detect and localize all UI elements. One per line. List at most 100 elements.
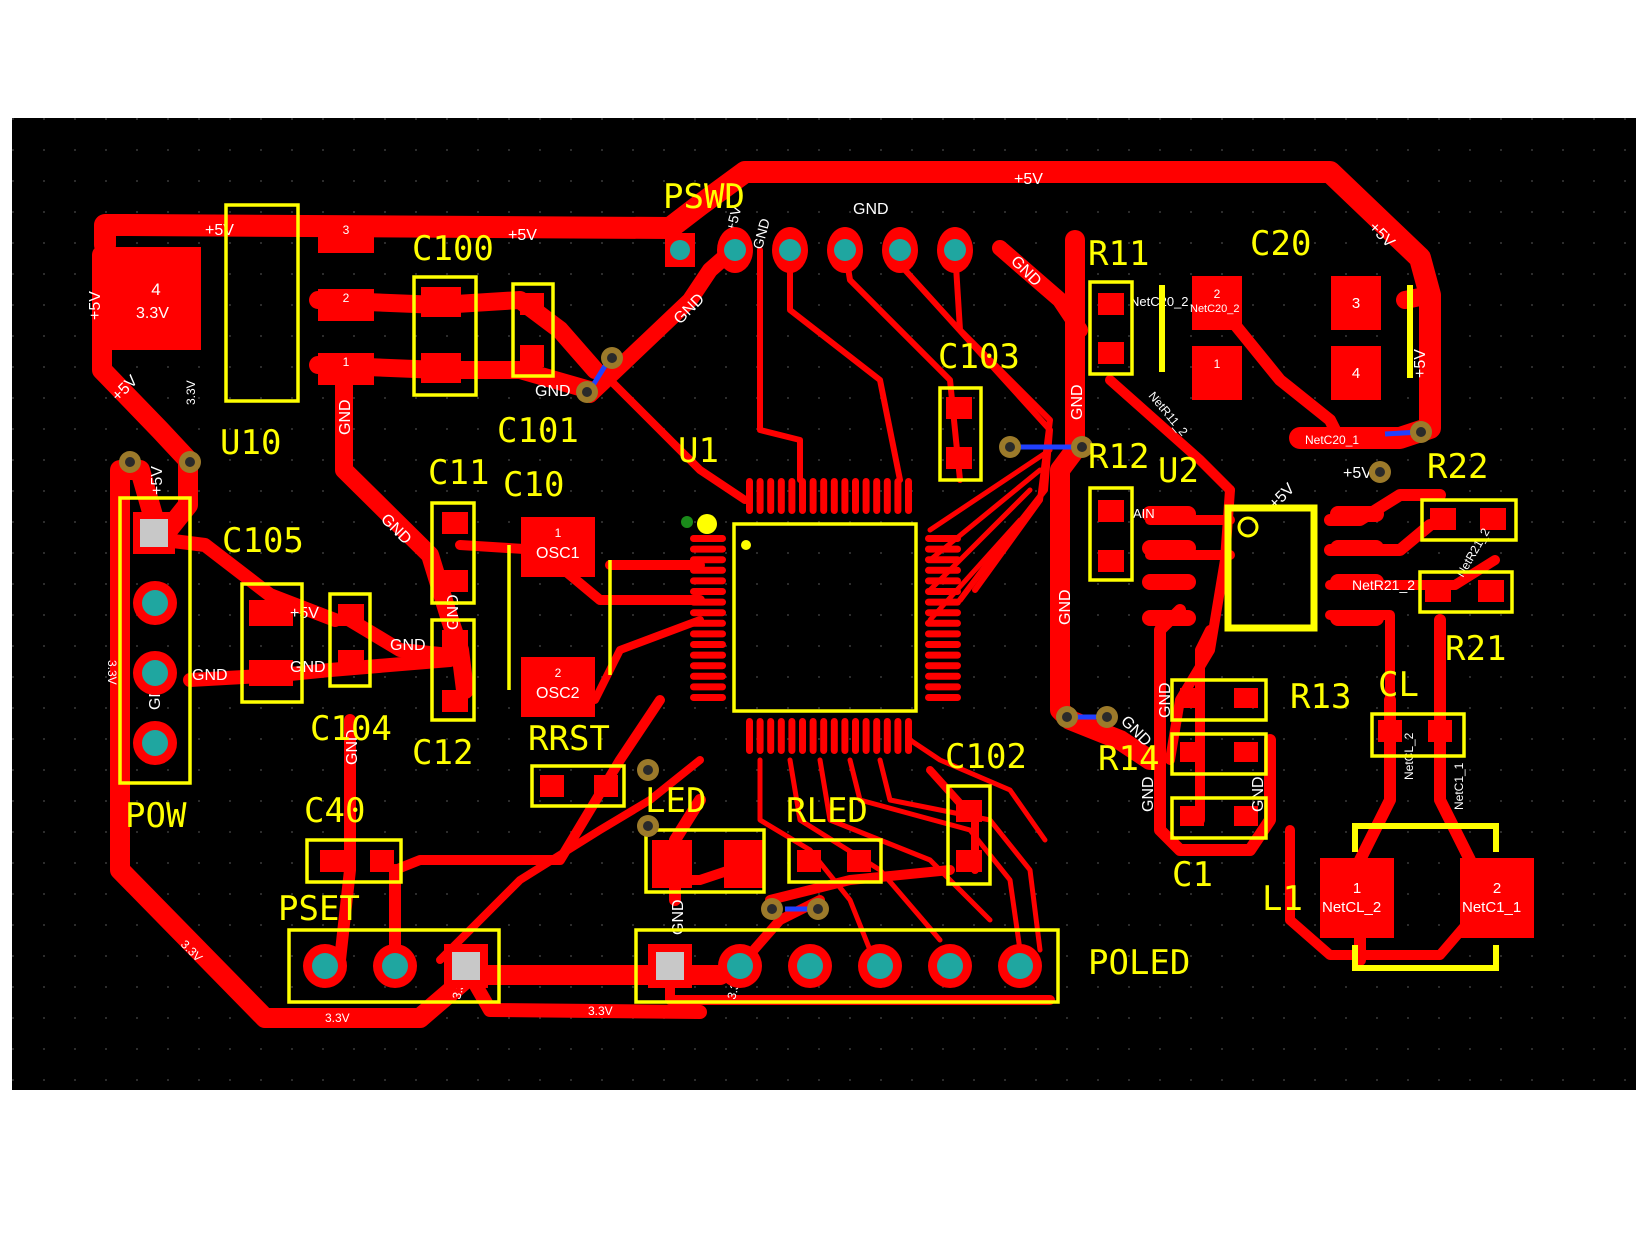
u1-pin — [873, 718, 881, 754]
net-label-gnd-vert3: GND — [1057, 589, 1074, 625]
c1-outline — [1170, 796, 1268, 840]
r21-outline — [1418, 570, 1514, 614]
l1-pad-2 — [1460, 858, 1534, 938]
designator-c11: C11 — [428, 453, 489, 493]
c102-outline — [946, 784, 992, 886]
u1-pin — [894, 718, 902, 754]
u1-pin — [925, 577, 961, 585]
u1-pin — [690, 651, 726, 659]
net-label-gnd-led: GND — [670, 899, 687, 935]
osc-pad-2 — [521, 657, 595, 717]
u1-pin — [925, 694, 961, 701]
u1-pin — [905, 718, 912, 754]
u1-pin — [852, 478, 859, 514]
u10-pad-1-number: 1 — [343, 355, 350, 369]
net-label-gnd-pset: GND — [344, 729, 361, 765]
designator-l1: L1 — [1262, 879, 1303, 919]
u1-pin — [690, 641, 726, 648]
designator-pset: PSET — [278, 889, 360, 929]
r14-outline — [1170, 732, 1268, 776]
c101-pad-2 — [520, 345, 544, 367]
u1-pin — [830, 478, 838, 514]
u1-pin — [690, 672, 726, 680]
pow-outline — [118, 496, 192, 785]
u10-pad-4-number: 4 — [151, 280, 160, 299]
designator-c105: C105 — [222, 521, 304, 561]
u1-pin — [690, 694, 726, 701]
led-outline — [644, 828, 766, 894]
u2-pin1-marker — [1237, 516, 1259, 538]
designator-c102: C102 — [945, 737, 1027, 777]
net-label-gnd-c101: GND — [535, 383, 571, 400]
origin-marker — [697, 514, 717, 534]
u1-pin — [788, 478, 796, 514]
net-label-5v-right2: +5V — [1412, 349, 1429, 378]
r21-pad-1 — [1425, 580, 1451, 602]
net-label-5v-pow: +5V — [149, 466, 166, 495]
u10-outline — [224, 203, 300, 403]
net-label-gnd-r13: GND — [1157, 682, 1174, 718]
u10-pad-3 — [318, 221, 374, 253]
u1-pin — [756, 478, 764, 514]
c105-pad-2 — [249, 660, 293, 686]
net-label-33v-bottom2: 3.3V — [588, 1004, 613, 1018]
net-label-gnd-vert1: GND — [337, 399, 354, 435]
c20-pad-4-number: 4 — [1352, 365, 1360, 382]
net-label-ain: AIN — [1133, 506, 1155, 521]
u1-pins — [690, 478, 961, 754]
designator-c100: C100 — [412, 229, 494, 269]
designator-c10: C10 — [503, 465, 564, 505]
net-label-netc20-1: NetC20_1 — [1305, 433, 1359, 447]
net-label-netc1-1: NetC1_1 — [1462, 899, 1521, 916]
u1-pin — [925, 566, 961, 574]
designator-c1: C1 — [1172, 855, 1213, 895]
u10-pad-1 — [318, 353, 374, 385]
c20-pad-1 — [1192, 346, 1242, 400]
net-label-gnd-c12: GND — [445, 594, 462, 630]
r22-pad-1 — [1430, 508, 1456, 530]
r22-pad-2 — [1480, 508, 1506, 530]
r12-outline — [1088, 486, 1134, 582]
pset-outline — [287, 928, 501, 1004]
net-label-gnd-c105: GND — [290, 659, 326, 676]
u1-pin — [894, 478, 902, 514]
c105-outline — [240, 582, 304, 704]
c103-pad-2 — [946, 447, 972, 469]
poled-outline — [634, 928, 1060, 1004]
u10-pad-2 — [318, 289, 374, 321]
u1-pin — [690, 577, 726, 585]
u1-pin — [925, 535, 961, 542]
osc-pad-1-number: 1 — [555, 526, 562, 540]
u1-pin — [809, 718, 817, 754]
through-hole-pads — [133, 227, 1042, 988]
c11-outline — [430, 501, 476, 605]
net-label-gnd-top: GND — [853, 201, 889, 218]
u1-pin — [756, 718, 764, 754]
u10-pad-3-number: 3 — [343, 223, 350, 237]
copper-pads — [111, 221, 1534, 938]
u1-pin — [690, 598, 726, 606]
net-label-gnd-c104: GND — [390, 637, 426, 654]
u1-pin — [690, 535, 726, 542]
net-label-gnd-vert2: GND — [1069, 384, 1086, 420]
rrst-outline — [530, 764, 626, 808]
net-label-5v-c100: +5V — [508, 227, 537, 244]
designator-u2: U2 — [1158, 451, 1199, 491]
u1-outline — [732, 522, 918, 713]
u1-pin — [925, 641, 961, 648]
r21-pad-2 — [1478, 580, 1504, 602]
designator-r13: R13 — [1290, 677, 1351, 717]
c100-pad-1 — [421, 287, 461, 317]
u1-pin — [925, 545, 961, 553]
net-label-gnd-pswd: GND — [749, 217, 773, 251]
u1-pin — [925, 630, 961, 638]
c12-pad-1 — [442, 630, 468, 652]
net-label-netc1-1-vert: NetC1_1 — [1452, 762, 1466, 810]
designator-r12: R12 — [1088, 437, 1149, 477]
net-label-33v-vert: 3.3V — [184, 380, 198, 405]
r11-outline — [1088, 280, 1134, 376]
u1-pin — [830, 718, 838, 754]
net-label-netr21-2: NetR21_2 — [1352, 577, 1415, 593]
net-label-33v-pow: 3.3V — [105, 660, 119, 685]
